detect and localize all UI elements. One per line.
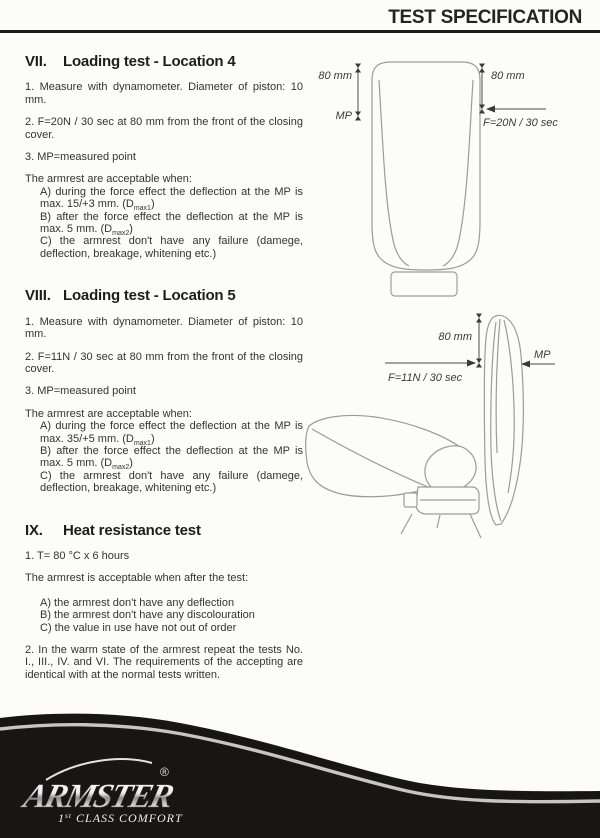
acceptance-intro: The armrest are acceptable when:: [25, 173, 192, 186]
dimension-lines: [357, 68, 546, 116]
section-heading: VII. Loading test - Location 4: [25, 53, 303, 70]
force-arrow-icon: [467, 359, 476, 367]
section-loading-test-location-5: VIII. Loading test - Location 5 1. Measur…: [25, 287, 303, 494]
force-label: F=11N / 30 sec: [388, 372, 463, 384]
step-3: 3. MP=measured point: [25, 385, 136, 398]
section-number: IX.: [25, 521, 43, 539]
section-title: Loading test - Location 5: [63, 287, 236, 305]
logo-swoosh-icon: [45, 758, 153, 781]
dimension-lines: [385, 318, 555, 365]
footer-black-swoosh: [0, 713, 600, 838]
section-heading: VIII. Loading test - Location 5: [25, 287, 303, 305]
criterion-c: C) the value in use have not out of orde…: [40, 621, 237, 634]
acceptance-intro: The armrest is acceptable when after the…: [25, 572, 249, 585]
section-number: VII.: [25, 53, 47, 70]
acceptance-criteria: A) during the force effect the deflectio…: [40, 420, 303, 494]
armrest-raised-outline: [305, 314, 524, 539]
dim-80mm-right-label: 80 mm: [491, 70, 525, 82]
section-loading-test-location-4: VII. Loading test - Location 4 1. Measure…: [25, 53, 303, 260]
step-3: 3. MP=measured point: [25, 151, 136, 164]
acceptance-criteria: A) during the force effect the deflectio…: [40, 186, 303, 260]
section-title: Loading test - Location 4: [63, 53, 236, 70]
criterion-b: B) the armrest don't have any discoloura…: [40, 609, 255, 622]
dim-80mm-label: 80 mm: [438, 331, 472, 343]
brand-logo-text: ARMSTER: [18, 777, 177, 814]
step-1: 1. Measure with dynamometer. Diameter of…: [25, 81, 303, 106]
criterion-a: A) the armrest don't have any deflection: [40, 596, 235, 609]
mp-label: MP: [534, 349, 551, 361]
mp-label: MP: [336, 110, 353, 122]
criterion-c: C) the armrest don't have any failure (d…: [40, 469, 303, 495]
criterion-a: A) during the force effect the deflectio…: [40, 185, 303, 213]
armrest-mount: [390, 271, 458, 297]
footer-silver-stripe: [0, 722, 600, 804]
dim-80mm-left-label: 80 mm: [318, 70, 352, 82]
acceptance-criteria: A) the armrest don't have any deflection…: [40, 597, 303, 634]
criterion-b: B) after the force effect the deflection…: [40, 444, 303, 472]
armrest-side-view-diagram: 80 mm F=11N / 30 sec MP: [305, 313, 555, 539]
section-number: VIII.: [25, 287, 51, 305]
step-2: 2. F=11N / 30 sec at 80 mm from the fron…: [25, 350, 303, 375]
dimension-markers: [467, 313, 530, 368]
section-heat-resistance-test: IX. Heat resistance test 1. T= 80 °C x 6 …: [25, 521, 303, 682]
force-label: F=20N / 30 sec: [483, 117, 558, 129]
page-title: TEST SPECIFICATION: [388, 7, 582, 28]
text-column: VII. Loading test - Location 4 1. Measure…: [25, 53, 303, 691]
step-2: 2. In the warm state of the armrest repe…: [25, 644, 303, 681]
criterion-c: C) the armrest don't have any failure (d…: [40, 235, 303, 260]
acceptance-intro: The armrest are acceptable when:: [25, 407, 192, 420]
armrest-outline: [371, 61, 481, 297]
section-heading: IX. Heat resistance test: [25, 521, 303, 539]
armrest-top-view-diagram: 80 mm MP 80 mm F=20N / 30 sec: [318, 61, 558, 297]
section-title: Heat resistance test: [63, 521, 201, 539]
criterion-b: B) after the force effect the deflection…: [40, 210, 303, 238]
mp-arrow-icon: [521, 360, 530, 368]
registered-trademark-icon: ®: [160, 765, 169, 779]
step-2: 2. F=20N / 30 sec at 80 mm from the fron…: [25, 116, 303, 141]
step-1: 1. T= 80 °C x 6 hours: [25, 549, 130, 562]
criterion-a: A) during the force effect the deflectio…: [40, 420, 303, 447]
dimension-markers: [355, 63, 495, 121]
step-1: 1. Measure with dynamometer. Diameter of…: [25, 315, 303, 341]
force-arrow-icon: [486, 105, 495, 113]
brand-logo: ARMSTER: [18, 777, 177, 815]
header-rule: [0, 30, 600, 33]
